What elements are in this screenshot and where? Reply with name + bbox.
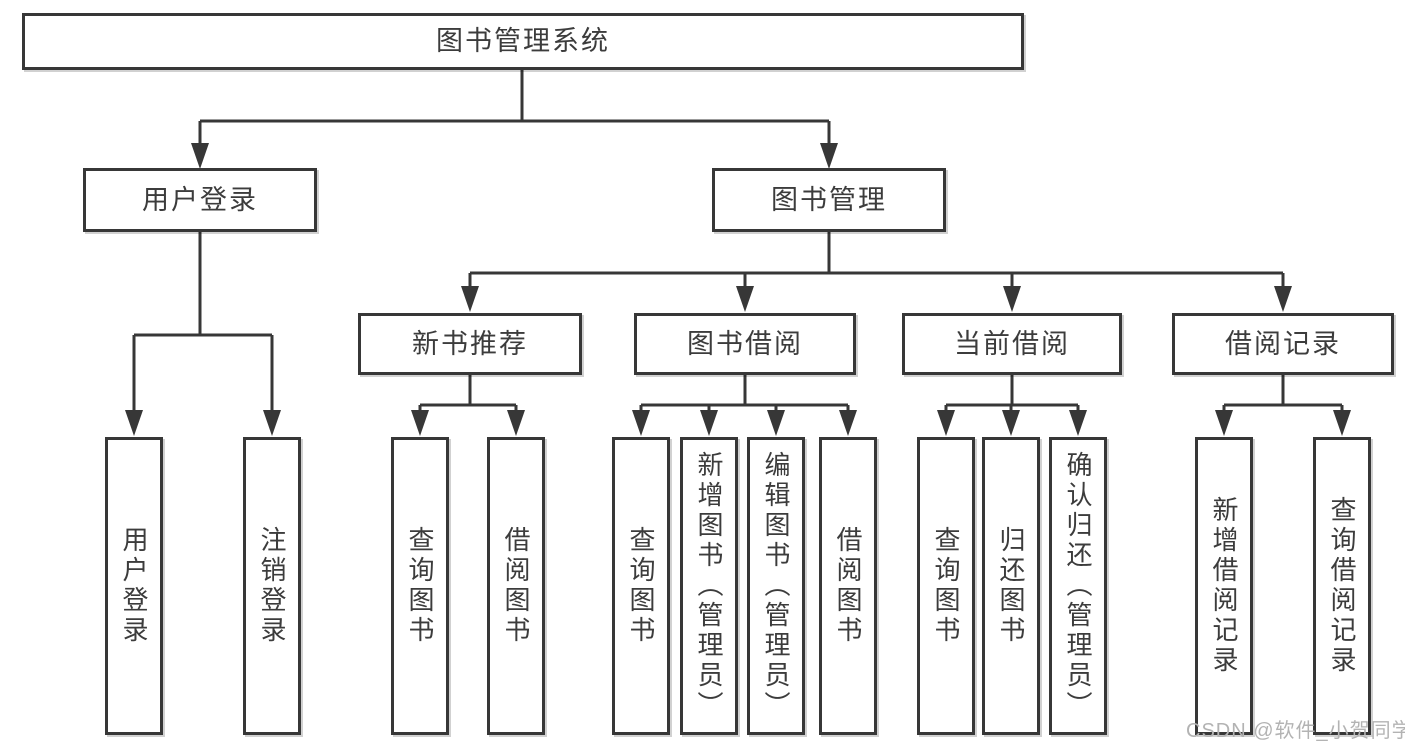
node-library-system-label: 图书管理系统 xyxy=(436,26,610,56)
arrowhead xyxy=(1069,410,1087,436)
leaf-nbr-query-books: 查询图书 xyxy=(391,437,449,735)
node-new-book-recommend-label: 新书推荐 xyxy=(412,328,528,359)
leaf-cb-confirm-return-admin-label: 确认归还（管理员） xyxy=(1063,451,1093,721)
arrowhead xyxy=(411,410,429,436)
arrowhead xyxy=(1002,410,1020,436)
node-library-system: 图书管理系统 xyxy=(22,13,1024,70)
arrowhead xyxy=(767,410,785,436)
node-book-borrowing-label: 图书借阅 xyxy=(687,328,803,359)
edges-current-borrowing-to-leaves xyxy=(937,375,1087,436)
edges-root-to-level1 xyxy=(191,70,838,169)
leaf-cb-return-books: 归还图书 xyxy=(982,437,1040,735)
leaf-user-login: 用户登录 xyxy=(105,437,163,735)
leaf-cb-return-books-label: 归还图书 xyxy=(996,526,1026,646)
arrowhead xyxy=(736,286,754,312)
leaf-bb-add-books-admin-label: 新增图书（管理员） xyxy=(694,451,724,721)
arrowhead xyxy=(461,286,479,312)
leaf-br-add-record: 新增借阅记录 xyxy=(1195,437,1253,735)
leaf-logout-label: 注销登录 xyxy=(257,526,287,646)
leaf-logout: 注销登录 xyxy=(243,437,301,735)
arrowhead xyxy=(125,410,143,436)
leaf-nbr-query-books-label: 查询图书 xyxy=(405,526,435,646)
leaf-bb-edit-books-admin-label: 编辑图书（管理员） xyxy=(761,451,791,721)
leaf-bb-add-books-admin: 新增图书（管理员） xyxy=(680,437,738,735)
node-user-login-label: 用户登录 xyxy=(142,184,258,215)
leaf-bb-query-books-label: 查询图书 xyxy=(626,526,656,646)
leaf-bb-edit-books-admin: 编辑图书（管理员） xyxy=(747,437,805,735)
node-book-borrowing: 图书借阅 xyxy=(634,313,856,375)
leaf-nbr-borrow-books: 借阅图书 xyxy=(487,437,545,735)
edges-borrowing-records-to-leaves xyxy=(1215,375,1351,436)
leaf-cb-confirm-return-admin: 确认归还（管理员） xyxy=(1049,437,1107,735)
arrowhead xyxy=(1274,286,1292,312)
arrowhead xyxy=(1003,286,1021,312)
node-current-borrowing-label: 当前借阅 xyxy=(954,328,1070,359)
node-current-borrowing: 当前借阅 xyxy=(902,313,1122,375)
node-book-management: 图书管理 xyxy=(712,168,946,232)
edges-new-book-recommend-to-leaves xyxy=(411,375,525,436)
arrowhead xyxy=(191,143,209,169)
leaf-bb-borrow-books: 借阅图书 xyxy=(819,437,877,735)
arrowhead xyxy=(263,410,281,436)
arrowhead xyxy=(820,143,838,169)
node-new-book-recommend: 新书推荐 xyxy=(358,313,582,375)
leaf-cb-query-books-label: 查询图书 xyxy=(931,526,961,646)
arrowhead xyxy=(937,410,955,436)
arrowhead xyxy=(700,410,718,436)
leaf-user-login-label: 用户登录 xyxy=(119,526,149,646)
leaf-bb-query-books: 查询图书 xyxy=(612,437,670,735)
leaf-br-add-record-label: 新增借阅记录 xyxy=(1209,496,1239,676)
leaf-nbr-borrow-books-label: 借阅图书 xyxy=(501,526,531,646)
arrowhead xyxy=(839,410,857,436)
node-borrowing-records-label: 借阅记录 xyxy=(1225,328,1341,359)
csdn-watermark: CSDN @软件_小贺同学 xyxy=(1186,720,1405,742)
node-borrowing-records: 借阅记录 xyxy=(1172,313,1394,375)
arrowhead xyxy=(507,410,525,436)
edges-user-login-to-leaves xyxy=(125,232,281,436)
leaf-cb-query-books: 查询图书 xyxy=(917,437,975,735)
leaf-br-query-record: 查询借阅记录 xyxy=(1313,437,1371,735)
edges-book-borrowing-to-leaves xyxy=(632,375,857,436)
leaf-br-query-record-label: 查询借阅记录 xyxy=(1327,496,1357,676)
arrowhead xyxy=(632,410,650,436)
arrowhead xyxy=(1333,410,1351,436)
edges-book-management-to-level2 xyxy=(461,232,1292,312)
leaf-bb-borrow-books-label: 借阅图书 xyxy=(833,526,863,646)
node-user-login: 用户登录 xyxy=(83,168,317,232)
arrowhead xyxy=(1215,410,1233,436)
node-book-management-label: 图书管理 xyxy=(771,184,887,215)
